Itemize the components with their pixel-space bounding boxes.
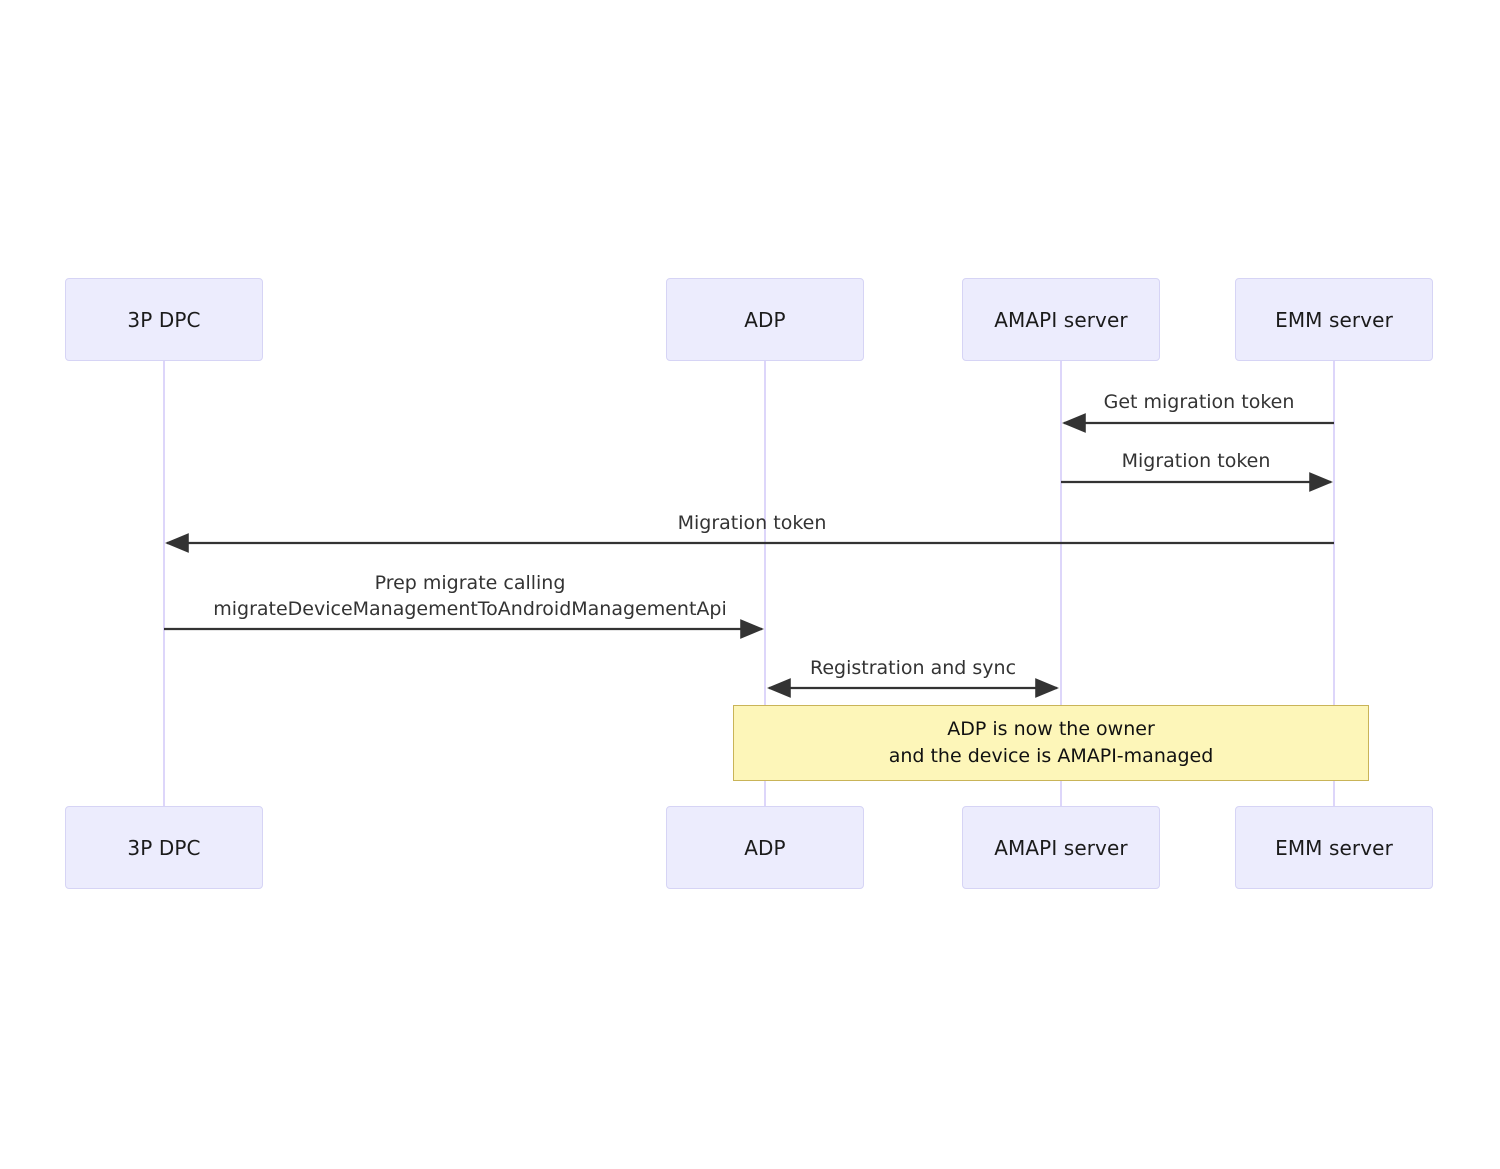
- participant-bottom-emm-server[interactable]: EMM server: [1235, 806, 1433, 889]
- message-label-4-line-1: Prep migrate calling: [374, 572, 566, 594]
- participant-bottom-adp[interactable]: ADP: [666, 806, 864, 889]
- participant-label-amapi-server-top: AMAPI server: [994, 307, 1128, 332]
- lifeline-emm-server: [1333, 361, 1335, 806]
- participant-label-adp-top: ADP: [744, 307, 786, 332]
- participant-label-3p-dpc-top: 3P DPC: [127, 307, 201, 332]
- message-label-5: Registration and sync: [809, 657, 1017, 679]
- message-label-1: Get migration token: [1103, 391, 1295, 413]
- participant-top-amapi-server[interactable]: AMAPI server: [962, 278, 1160, 361]
- message-label-4: Prep migrate calling migrateDeviceManagem…: [213, 570, 727, 622]
- participant-top-emm-server[interactable]: EMM server: [1235, 278, 1433, 361]
- note-text: ADP is now the owner and the device is AM…: [889, 716, 1214, 770]
- note-line-1: ADP is now the owner: [947, 718, 1155, 740]
- lifeline-adp: [764, 361, 766, 806]
- lifeline-amapi-server: [1060, 361, 1062, 806]
- note-adp-owner: ADP is now the owner and the device is AM…: [733, 705, 1369, 781]
- participant-bottom-amapi-server[interactable]: AMAPI server: [962, 806, 1160, 889]
- participant-bottom-3p-dpc[interactable]: 3P DPC: [65, 806, 263, 889]
- lifeline-3p-dpc: [163, 361, 165, 806]
- note-line-2: and the device is AMAPI-managed: [888, 745, 1214, 767]
- participant-label-amapi-server-bottom: AMAPI server: [994, 835, 1128, 860]
- participant-top-adp[interactable]: ADP: [666, 278, 864, 361]
- message-label-2: Migration token: [1121, 450, 1271, 472]
- message-label-4-line-2: migrateDeviceManagementToAndroidManageme…: [213, 598, 727, 620]
- participant-label-emm-server-top: EMM server: [1275, 307, 1393, 332]
- participant-label-emm-server-bottom: EMM server: [1275, 835, 1393, 860]
- message-label-3: Migration token: [677, 512, 827, 534]
- participant-top-3p-dpc[interactable]: 3P DPC: [65, 278, 263, 361]
- participant-label-adp-bottom: ADP: [744, 835, 786, 860]
- participant-label-3p-dpc-bottom: 3P DPC: [127, 835, 201, 860]
